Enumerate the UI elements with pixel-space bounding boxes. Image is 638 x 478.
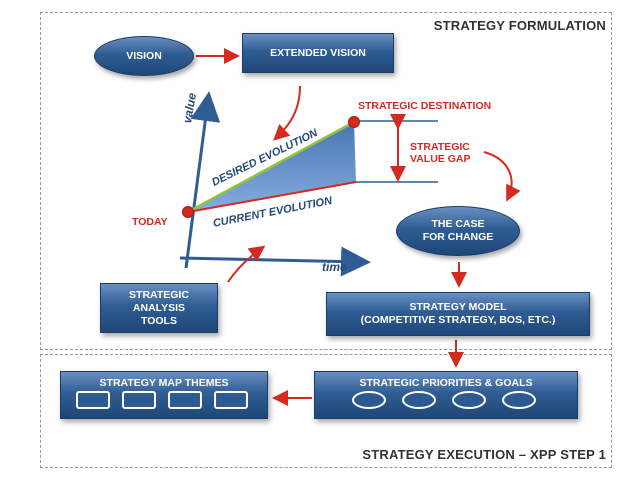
analysis-tools-box: STRATEGIC ANALYSIS TOOLS — [100, 283, 218, 333]
map-themes-label: STRATEGY MAP THEMES — [99, 377, 229, 389]
strategy-map-themes-box: STRATEGY MAP THEMES — [60, 371, 268, 419]
value-gap-label-line1: STRATEGIC — [410, 141, 470, 153]
time-axis — [179, 246, 371, 277]
goal-slot-4 — [502, 391, 536, 409]
time-axis-label: time — [322, 260, 347, 274]
case-for-change-ellipse: THE CASE FOR CHANGE — [396, 206, 520, 256]
extended-vision-box: EXTENDED VISION — [242, 33, 394, 73]
execution-title: STRATEGY EXECUTION – XPP STEP 1 — [362, 447, 606, 462]
theme-slot-1 — [76, 391, 110, 409]
strategy-model-box: STRATEGY MODEL (COMPETITIVE STRATEGY, BO… — [326, 292, 590, 336]
value-gap-label-line2: VALUE GAP — [410, 153, 471, 165]
goal-slot-3 — [452, 391, 486, 409]
case-line1: THE CASE — [431, 218, 485, 230]
goal-slot-1 — [352, 391, 386, 409]
formulation-title: STRATEGY FORMULATION — [433, 18, 606, 33]
model-line2: (COMPETITIVE STRATEGY, BOS, ETC.) — [360, 314, 556, 326]
value-gap-label: STRATEGIC VALUE GAP — [410, 141, 470, 165]
today-point — [182, 206, 194, 218]
extended-vision-label: EXTENDED VISION — [270, 46, 366, 59]
theme-slot-2 — [122, 391, 156, 409]
desired-evolution-line — [187, 120, 355, 214]
goal-slot-2 — [402, 391, 436, 409]
theme-slot-4 — [214, 391, 248, 409]
analysis-line3: TOOLS — [141, 314, 177, 327]
current-evolution-line — [187, 181, 357, 213]
strategy-execution-panel — [40, 354, 612, 468]
arrow-extended-to-chart — [273, 85, 301, 141]
today-label: TODAY — [132, 216, 168, 228]
destination-point — [348, 116, 360, 128]
value-axis — [184, 91, 221, 269]
strategy-formulation-panel — [40, 12, 612, 350]
theme-slot-3 — [168, 391, 202, 409]
vision-ellipse: VISION — [94, 36, 194, 76]
strategic-destination-label: STRATEGIC DESTINATION — [358, 100, 492, 112]
priorities-label: STRATEGIC PRIORITIES & GOALS — [359, 377, 533, 389]
arrow-gap-to-case — [483, 151, 521, 202]
vision-label: VISION — [126, 49, 162, 62]
case-line2: FOR CHANGE — [422, 231, 494, 243]
analysis-line1: STRATEGIC — [129, 288, 189, 301]
arrow-analysis-to-chart — [227, 245, 266, 283]
analysis-line2: ANALYSIS — [132, 301, 186, 314]
model-line1: STRATEGY MODEL — [409, 301, 507, 313]
